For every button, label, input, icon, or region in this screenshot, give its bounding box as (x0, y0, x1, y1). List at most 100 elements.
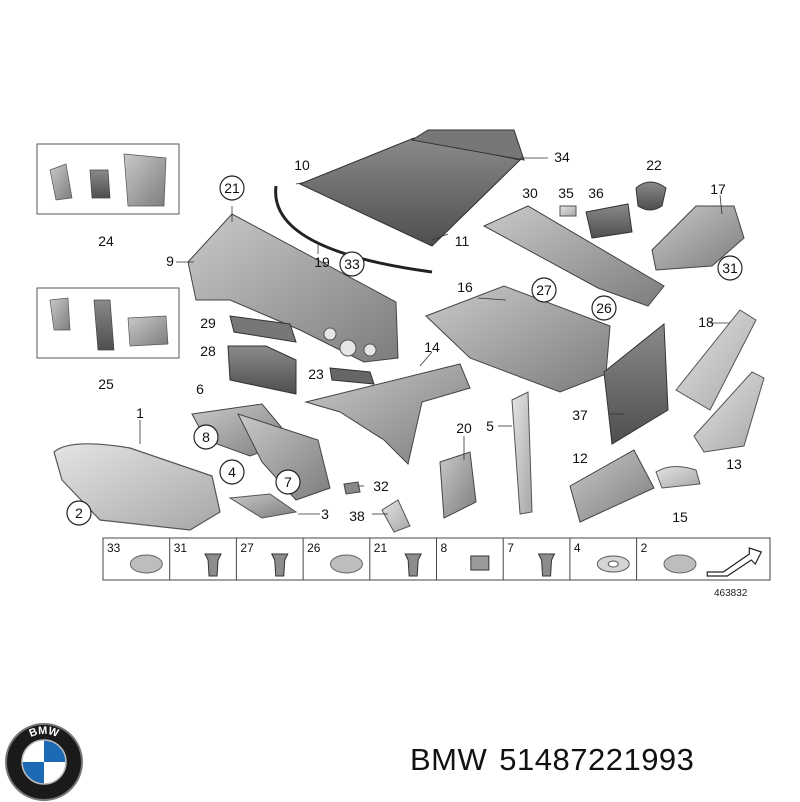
callout-label: 13 (726, 456, 742, 472)
callout-18: 18 (698, 314, 714, 330)
callout-label: 27 (536, 282, 552, 298)
legend-cell-27: 27 (235, 538, 289, 580)
callout-label: 32 (373, 478, 389, 494)
callout-label: 36 (588, 185, 604, 201)
part-12-panel (569, 449, 655, 523)
callout-4: 4 (219, 459, 245, 485)
callout-label: 26 (596, 300, 612, 316)
callout-circle (531, 277, 557, 303)
callout-circle (66, 500, 92, 526)
callout-label: 31 (722, 260, 738, 276)
part-35-pad (559, 205, 577, 217)
legend-cell-21: 21 (369, 538, 422, 580)
clip-fastener-icon (404, 553, 422, 577)
callout-label: 20 (456, 420, 472, 436)
callout-19: 19 (314, 254, 330, 270)
callout-label: 37 (572, 407, 588, 423)
reference-number: 463832 (714, 588, 748, 599)
callout-label: 3 (321, 506, 329, 522)
part-14-tunnel (304, 363, 471, 465)
callout-31: 31 (717, 255, 743, 281)
callout-label: 34 (554, 149, 570, 165)
washer-hole (607, 560, 619, 568)
svg-text:BMW: BMW (28, 725, 61, 740)
callout-36: 36 (588, 185, 604, 201)
callout-label: 6 (196, 381, 204, 397)
part-25-group (36, 287, 180, 359)
part-30-panel (482, 205, 665, 307)
callout-12: 12 (572, 450, 588, 466)
part-37-panel (603, 322, 669, 445)
legend-number: 33 (107, 541, 121, 555)
callout-29: 29 (200, 315, 216, 331)
nut-fastener-icon (470, 555, 490, 571)
callout-21: 21 (219, 175, 245, 201)
part-13-panel (693, 371, 765, 453)
callout-label: 25 (98, 376, 114, 392)
part-34-insulation (410, 129, 525, 161)
part-5-strut (511, 391, 533, 515)
part-7-liner (237, 413, 331, 501)
callout-33: 33 (339, 251, 365, 277)
callout-32: 32 (373, 478, 389, 494)
part-38-clip (381, 499, 411, 533)
cap-fastener-icon (663, 554, 697, 574)
clip-fastener-icon (270, 553, 289, 577)
part-1-floor-panel (53, 443, 221, 531)
callout-20: 20 (456, 420, 472, 436)
legend-number: 27 (240, 541, 254, 555)
callout-label: 15 (672, 509, 688, 525)
callout-3: 3 (321, 506, 329, 522)
callout-25: 25 (98, 376, 114, 392)
callout-6: 6 (196, 381, 204, 397)
callout-circle (339, 251, 365, 277)
callout-24: 24 (98, 233, 114, 249)
legend-cell-26: 26 (302, 538, 363, 580)
callout-label: 1 (136, 405, 144, 421)
callout-38: 38 (349, 508, 365, 524)
clip-fastener-icon (204, 553, 222, 577)
legend-cell-8: 8 (436, 538, 490, 580)
callout-1: 1 (136, 405, 144, 421)
direction-arrow-icon (706, 547, 763, 577)
callout-label: 11 (455, 233, 470, 249)
legend-number: 7 (507, 541, 514, 555)
part-36-pad (585, 203, 633, 239)
part-15-pad (655, 466, 701, 489)
cap-fastener-icon (129, 554, 163, 574)
part-19-seal-strip (274, 185, 433, 274)
callout-label: 38 (349, 508, 365, 524)
callout-label: 5 (486, 418, 494, 434)
callout-22: 22 (646, 157, 662, 173)
callout-15: 15 (672, 509, 688, 525)
callout-label: 10 (294, 157, 310, 173)
callout-34: 34 (554, 149, 570, 165)
part-29-strip (229, 315, 297, 343)
callout-16: 16 (457, 279, 473, 295)
callout-circle (219, 175, 245, 201)
callout-10: 10 (294, 157, 310, 173)
part-32-clip (343, 481, 361, 495)
callout-label: 16 (457, 279, 473, 295)
callout-label: 24 (98, 233, 114, 249)
callout-label: 35 (558, 185, 574, 201)
callout-30: 30 (522, 185, 538, 201)
callout-label: 4 (228, 464, 236, 480)
part-number: 51487221993 (499, 742, 695, 777)
clip-fastener-icon (537, 553, 556, 577)
part-17-bracket (651, 205, 745, 271)
callout-label: 19 (314, 254, 330, 270)
logo-text: BMW (28, 725, 61, 740)
callout-circle (219, 459, 245, 485)
callout-label: 12 (572, 450, 588, 466)
callout-circle (275, 469, 301, 495)
callout-5: 5 (486, 418, 494, 434)
legend-number: 21 (374, 541, 388, 555)
callout-label: 14 (424, 339, 440, 355)
part-20-panel (439, 451, 477, 519)
legend-cell-7: 7 (502, 538, 556, 580)
part-23-strip (329, 367, 375, 385)
